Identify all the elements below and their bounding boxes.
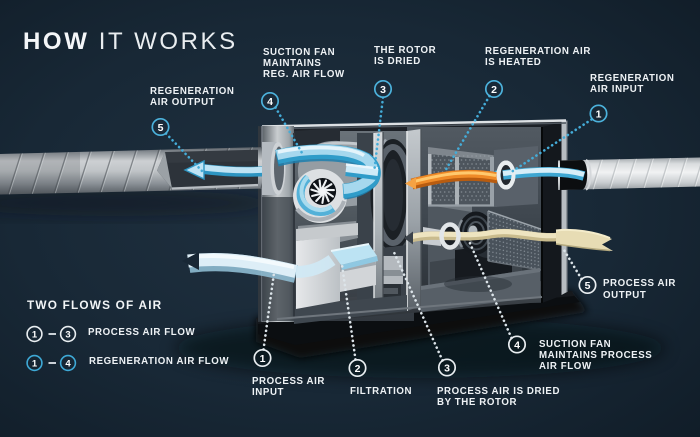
svg-text:4: 4 [65,359,71,370]
svg-text:2: 2 [355,363,361,375]
svg-text:1: 1 [32,359,38,370]
svg-text:4: 4 [514,339,520,351]
svg-text:3: 3 [65,330,70,341]
svg-text:1: 1 [260,353,266,365]
svg-text:1: 1 [32,330,38,341]
svg-text:3: 3 [380,84,386,96]
svg-text:1: 1 [596,108,602,120]
svg-text:5: 5 [585,280,591,292]
svg-text:2: 2 [491,84,497,96]
svg-text:3: 3 [444,362,450,374]
svg-text:4: 4 [267,96,273,108]
svg-text:5: 5 [158,122,164,134]
